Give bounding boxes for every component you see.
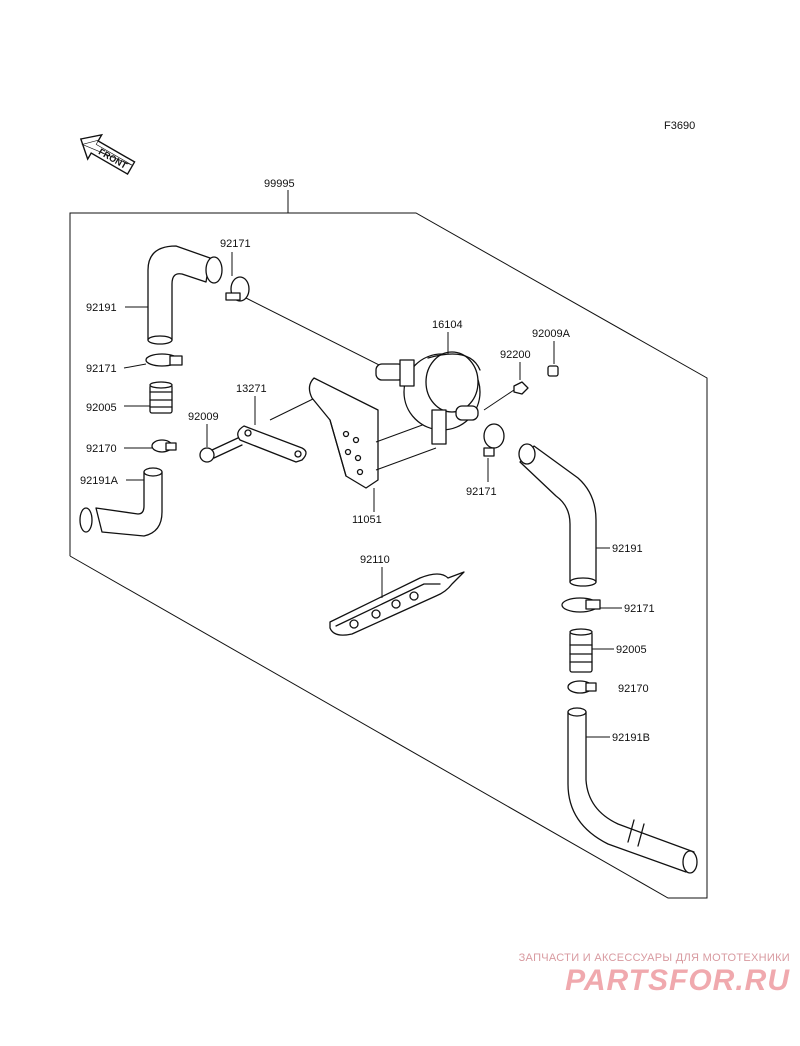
clamp-92171-filter — [483, 423, 505, 457]
label-92191-left: 92191 — [86, 302, 117, 314]
label-16104: 16104 — [432, 319, 463, 331]
filter-16104 — [375, 351, 481, 445]
label-13271: 13271 — [236, 383, 267, 395]
label-11051: 11051 — [352, 514, 382, 526]
label-99995: 99995 — [264, 178, 295, 190]
front-arrow-icon: FRONT — [79, 133, 136, 176]
clamp-92171-top — [225, 276, 250, 302]
label-92171-filter: 92171 — [466, 486, 497, 498]
bolt-92009a — [547, 365, 559, 377]
hose-92191a — [79, 467, 163, 537]
label-92009: 92009 — [188, 411, 219, 423]
label-92191b: 92191B — [612, 732, 650, 744]
label-92170-left: 92170 — [86, 443, 117, 455]
label-92200: 92200 — [500, 349, 531, 361]
label-92171-top: 92171 — [220, 238, 251, 250]
watermark-tagline: ЗАПЧАСТИ И АКСЕССУАРЫ ДЛЯ МОТОТЕХНИКИ — [518, 952, 790, 964]
label-92110: 92110 — [360, 554, 390, 566]
hose-92191-top-left — [147, 245, 223, 345]
plate-92110 — [329, 571, 465, 636]
bolt-92009 — [199, 436, 243, 463]
label-92171-left: 92171 — [86, 363, 117, 375]
label-92171-right: 92171 — [624, 603, 655, 615]
clamp-92171-right — [561, 597, 601, 613]
label-92191a: 92191A — [80, 475, 119, 487]
label-92191-right: 92191 — [612, 543, 643, 555]
hose-92191-right — [518, 443, 597, 587]
washer-92200 — [483, 381, 529, 411]
label-92170-right: 92170 — [618, 683, 649, 695]
label-92005-left: 92005 — [86, 402, 117, 414]
assembly-outline — [69, 190, 708, 899]
hose-92191b — [567, 707, 698, 874]
joint-92005-left — [149, 381, 173, 414]
clamp-92170-right — [567, 680, 597, 694]
clamp-92171-left — [145, 353, 183, 367]
joint-92005-right — [569, 628, 593, 673]
label-92005-right: 92005 — [616, 644, 647, 656]
clamp-92170-left — [151, 439, 177, 453]
label-92009a: 92009A — [532, 328, 571, 340]
watermark-logo: PARTSFOR.RU — [565, 964, 790, 997]
bracket-11051 — [308, 377, 379, 489]
figure-code: F3690 — [664, 120, 695, 132]
plate-13271 — [237, 425, 307, 463]
